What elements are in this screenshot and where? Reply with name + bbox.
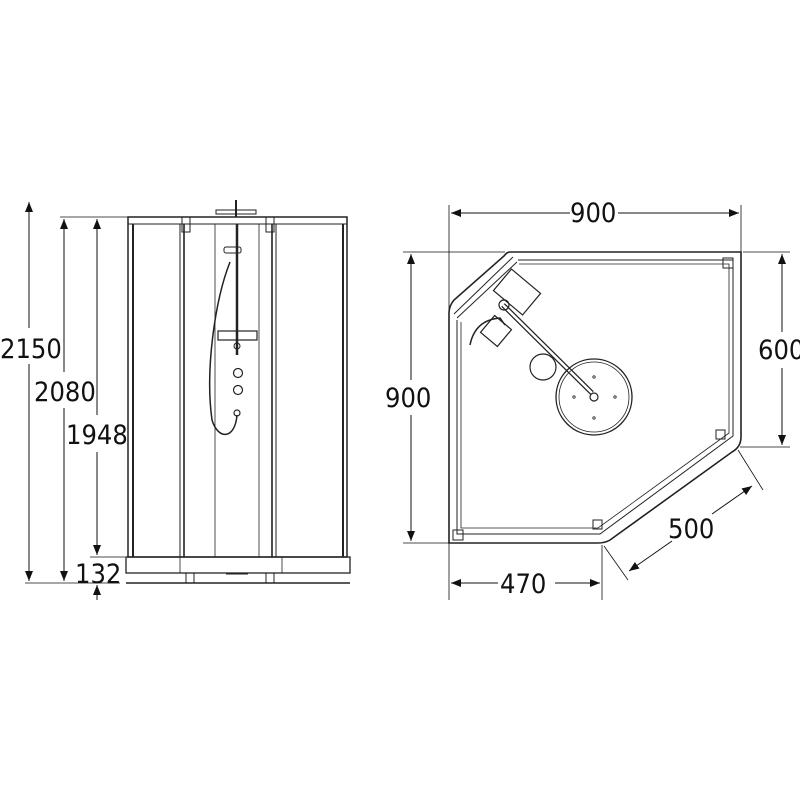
dim-label-2150: 2150	[0, 334, 62, 365]
cabin-front	[125, 200, 351, 584]
dim-label-500: 500	[668, 514, 714, 545]
dimension-line-500	[711, 485, 753, 515]
dim-label-600: 600	[758, 335, 800, 366]
front-elevation: 2150 2080 1948 132	[0, 200, 351, 600]
dim-label-left-900: 900	[385, 383, 431, 414]
dim-label-470: 470	[500, 569, 546, 600]
dim-label-2080: 2080	[34, 377, 96, 408]
dim-label-top-900: 900	[570, 198, 616, 229]
dim-label-1948: 1948	[66, 420, 128, 451]
dim-label-132: 132	[75, 559, 121, 590]
plan-view: 900 900 600 470 500	[385, 198, 800, 600]
cabin-plan	[448, 251, 742, 544]
